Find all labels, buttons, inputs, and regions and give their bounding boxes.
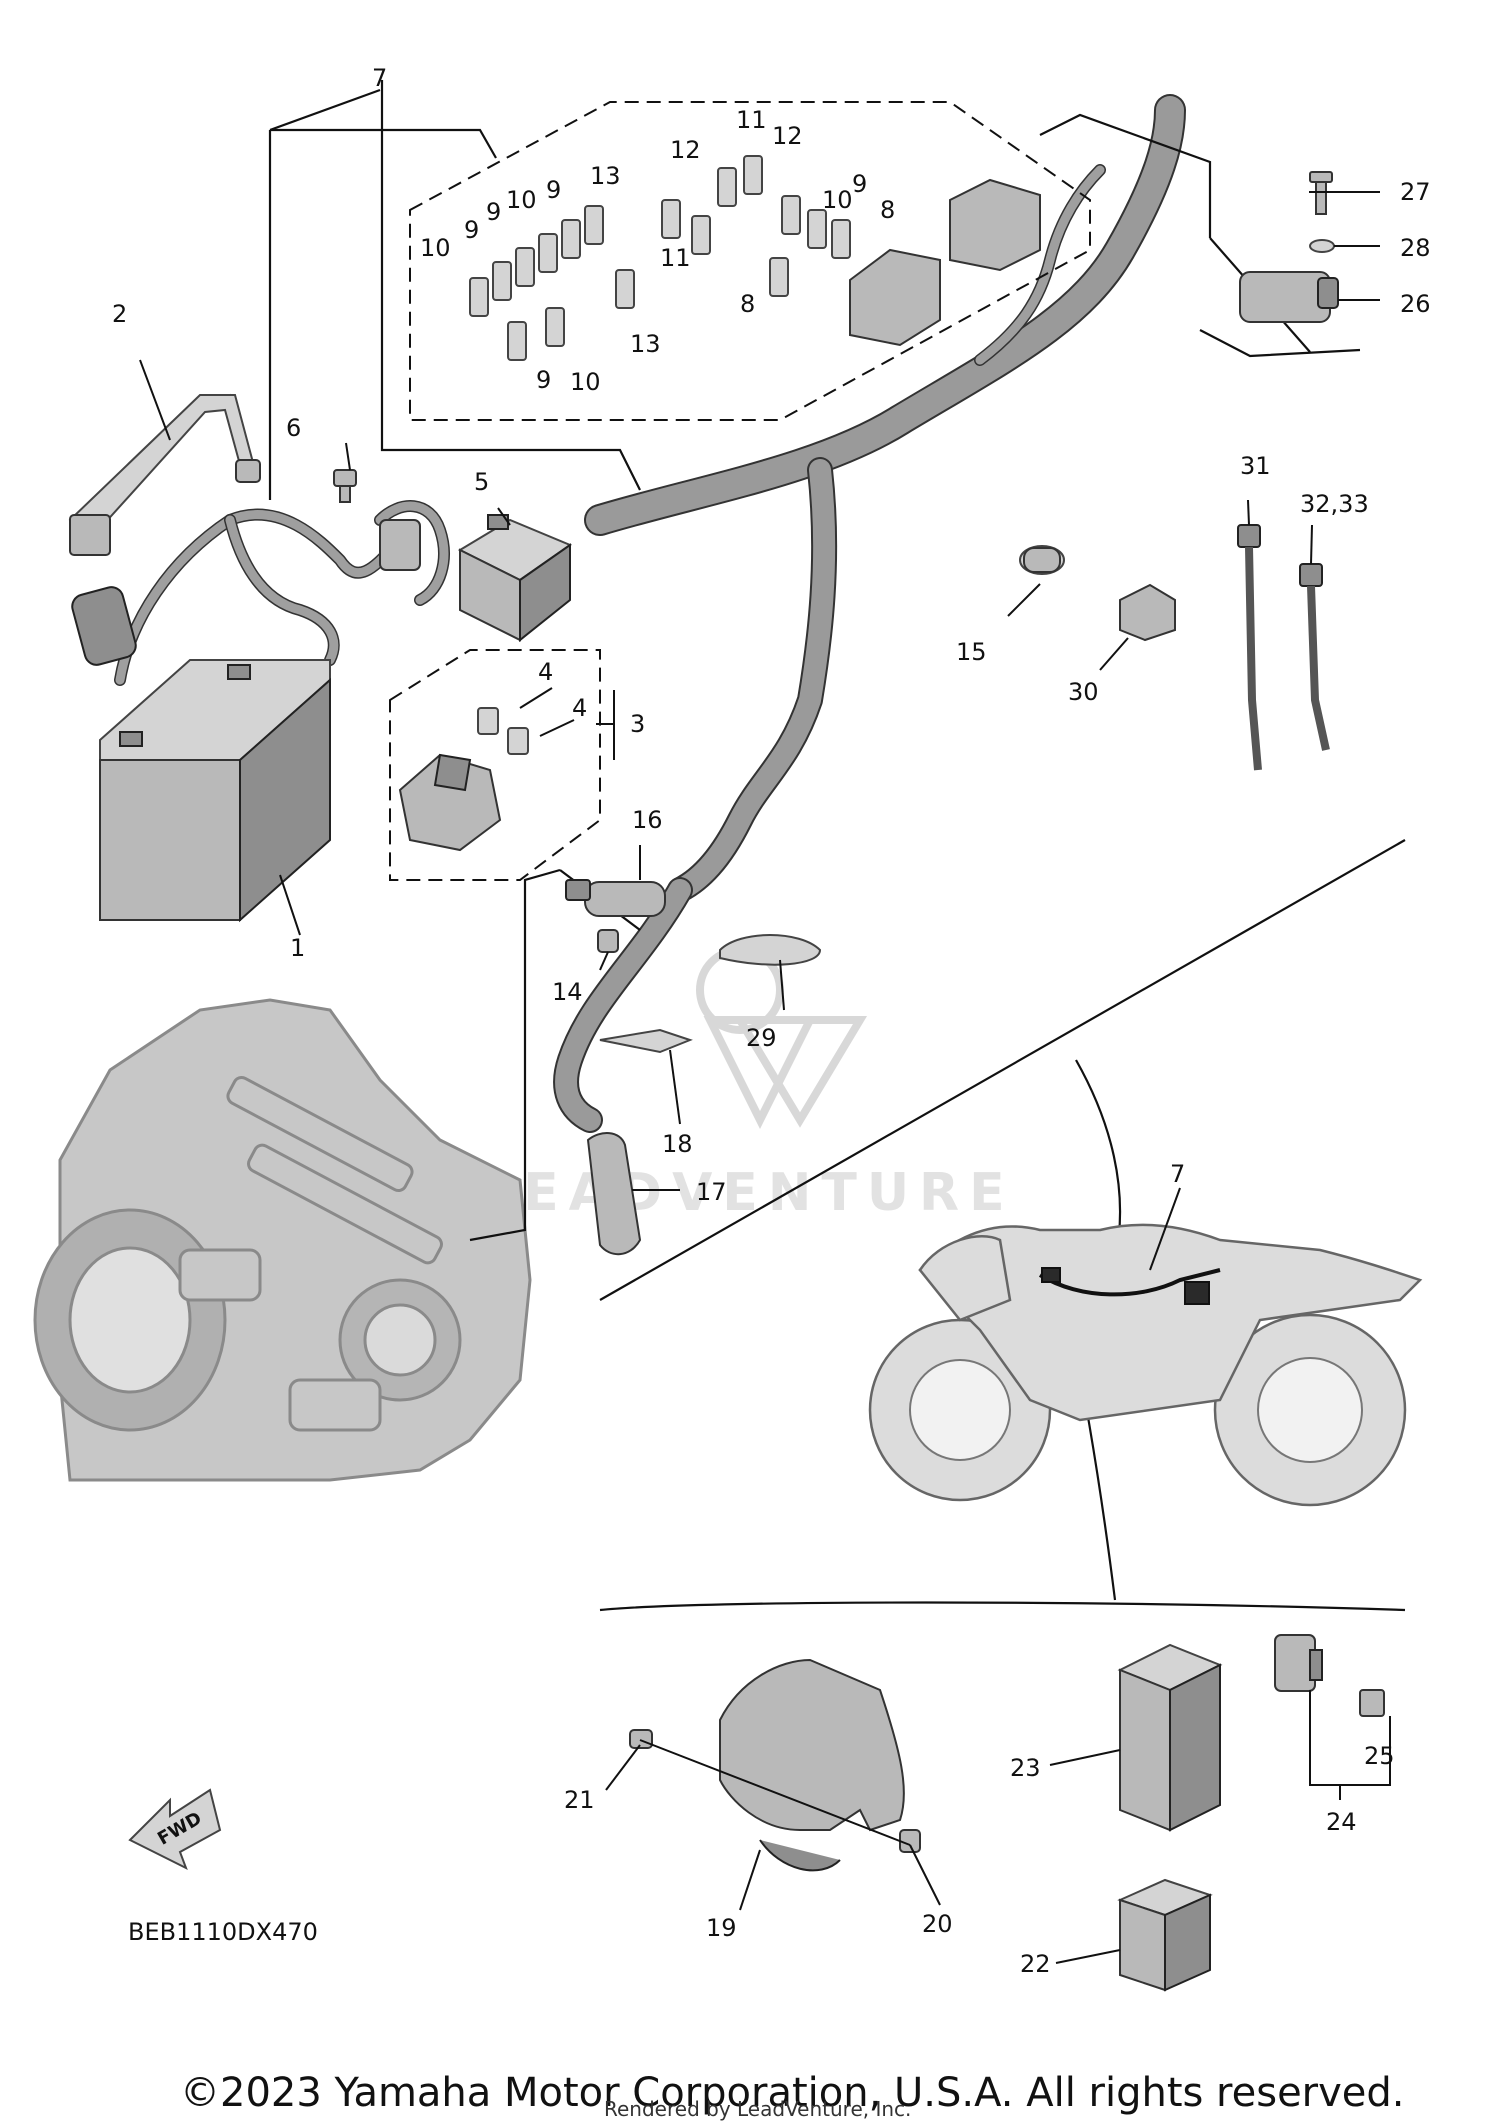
diagram-code: BEB1110DX470: [128, 1918, 318, 1946]
watermark-text: LEADVENTURE: [480, 1163, 1015, 1223]
clamps: [1019, 545, 1176, 642]
callout-30: 30: [1068, 678, 1099, 706]
callout-25: 25: [1364, 1742, 1395, 1770]
motorcycle-illustration: [868, 1223, 1423, 1507]
watermark: LEADVENTURE: [480, 946, 1015, 1223]
callout-10: 10: [506, 186, 537, 214]
callout-4: 4: [538, 658, 553, 686]
callout-16: 16: [632, 806, 663, 834]
callout-1: 1: [290, 934, 305, 962]
fuse-group-middle: [661, 155, 851, 297]
callout-15: 15: [956, 638, 987, 666]
rendered-by-notice: Rendered by LeadVenture, Inc.: [604, 2097, 912, 2121]
callout-21: 21: [564, 1786, 595, 1814]
callout-2: 2: [112, 300, 127, 328]
callout-28: 28: [1400, 234, 1431, 262]
battery: [99, 659, 331, 923]
callout-18: 18: [662, 1130, 693, 1158]
fuse-relay-box: [409, 101, 1091, 421]
engine-block: [33, 998, 532, 1482]
callout-labels: 7 11 12 12 13 9 10 9 9 10 10 9 8 11 13 8…: [112, 64, 1431, 1978]
callout-5: 5: [474, 468, 489, 496]
callout-9: 9: [546, 176, 561, 204]
fuse-group-left: [469, 205, 635, 361]
callout-31: 31: [1240, 452, 1271, 480]
leader-lines: [268, 80, 1361, 500]
callout-6: 6: [286, 414, 301, 442]
callout-12: 12: [670, 136, 701, 164]
callout-17: 17: [696, 1178, 727, 1206]
fuse-box-assembly: [389, 649, 601, 881]
callout-8: 8: [740, 290, 755, 318]
wire-harness: [553, 94, 1186, 1133]
callout-24: 24: [1326, 1808, 1357, 1836]
callout-4: 4: [572, 694, 587, 722]
callout-23: 23: [1010, 1754, 1041, 1782]
copyright-notice: ©2023 Yamaha Motor Corporation, U.S.A. A…: [180, 2070, 1405, 2116]
callout-7: 7: [372, 64, 387, 92]
ecu-boxes: [1117, 1634, 1385, 1992]
callout-14: 14: [552, 978, 583, 1006]
forward-arrow: FWD: [128, 1788, 222, 1871]
callout-8: 8: [880, 196, 895, 224]
callout-32-33: 32,33: [1300, 490, 1369, 518]
sensor-assembly: [1239, 171, 1339, 323]
starter-relay: [457, 514, 573, 643]
battery-band: [68, 393, 261, 556]
callout-19: 19: [706, 1914, 737, 1942]
callout-9: 9: [464, 216, 479, 244]
ecu-cover: [629, 1658, 921, 1872]
callout-7: 7: [1170, 1160, 1185, 1188]
callout-11: 11: [660, 244, 691, 272]
callout-13: 13: [590, 162, 621, 190]
battery-cable: [71, 500, 450, 686]
callout-10: 10: [570, 368, 601, 396]
callout-22: 22: [1020, 1950, 1051, 1978]
callout-3: 3: [630, 710, 645, 738]
callout-10: 10: [822, 186, 853, 214]
callout-26: 26: [1400, 290, 1431, 318]
callout-9: 9: [536, 366, 551, 394]
relay-blocks: [849, 178, 1041, 347]
lower-harness-parts: [469, 868, 822, 1256]
callout-13: 13: [630, 330, 661, 358]
callout-leaders: [139, 191, 1391, 1964]
callout-11: 11: [736, 106, 767, 134]
callout-20: 20: [922, 1910, 953, 1938]
callout-9: 9: [486, 198, 501, 226]
callout-29: 29: [746, 1024, 777, 1052]
callout-10: 10: [420, 234, 451, 262]
callout-27: 27: [1400, 178, 1431, 206]
bolt: [333, 469, 357, 503]
callout-9: 9: [852, 170, 867, 198]
cable-ties: [1237, 524, 1330, 771]
callout-12: 12: [772, 122, 803, 150]
